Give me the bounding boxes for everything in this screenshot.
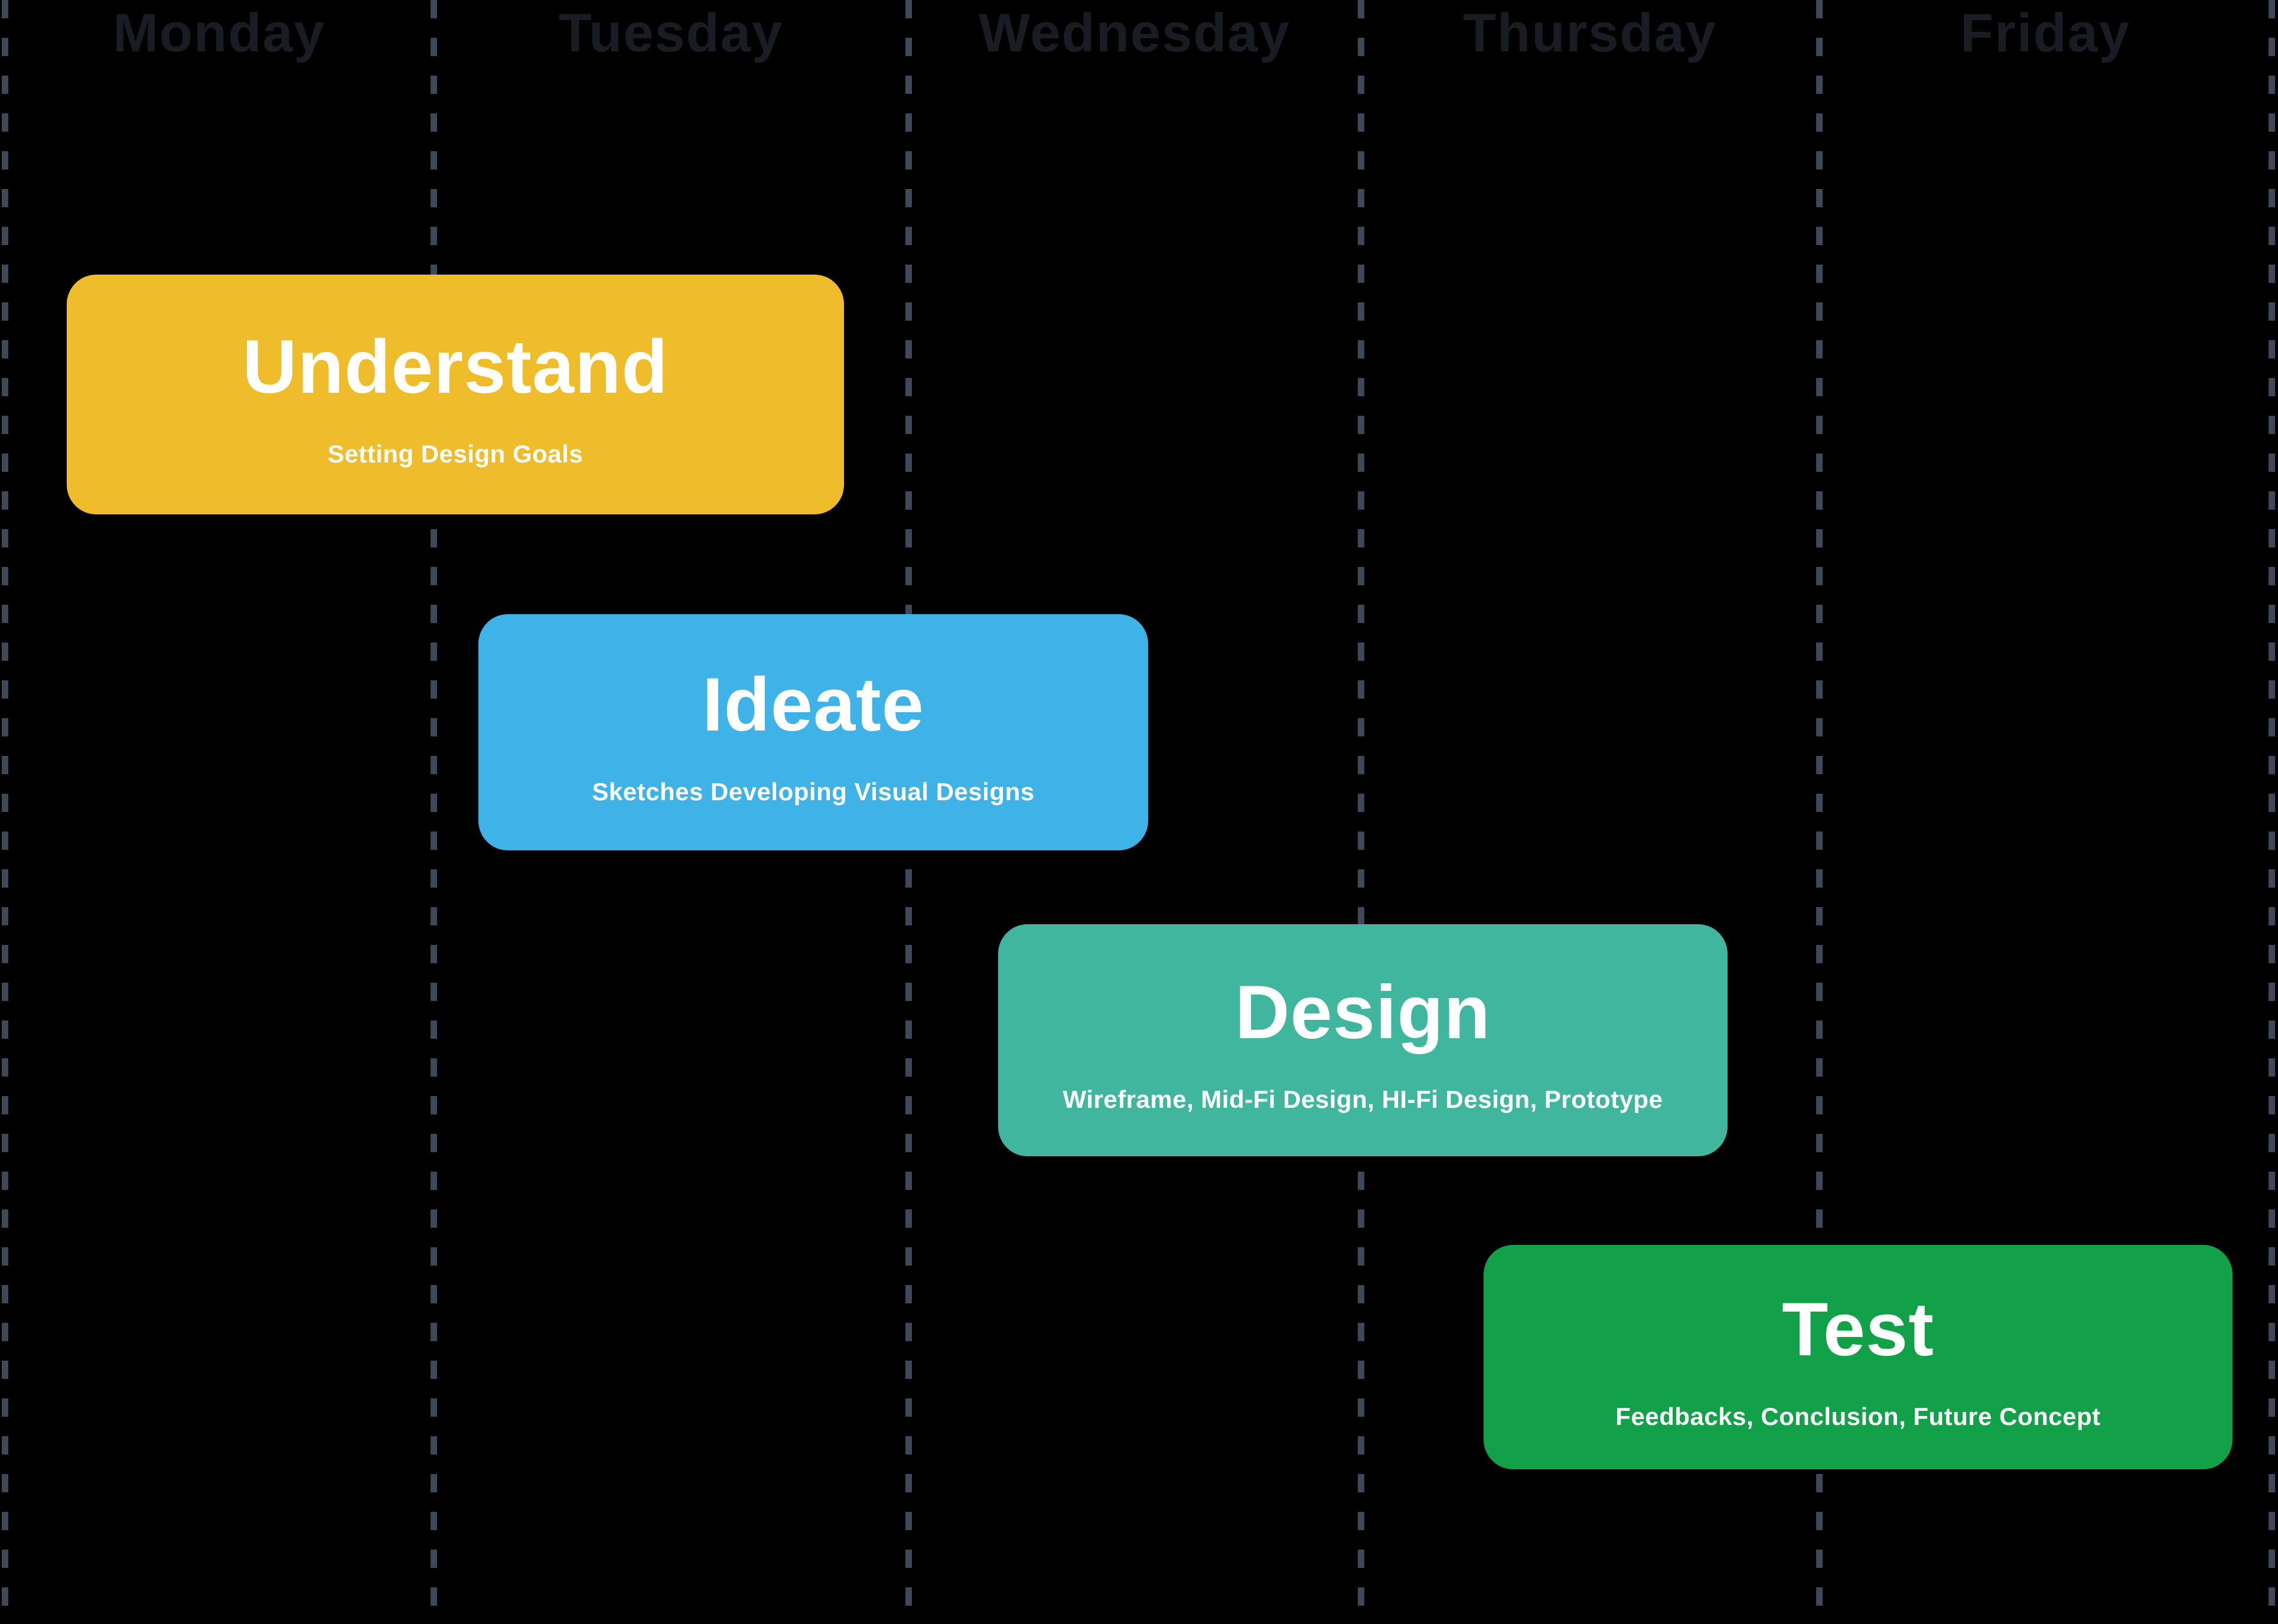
grid-line — [2, 0, 8, 1624]
task-bar-test: Test Feedbacks, Conclusion, Future Conce… — [1484, 1245, 2233, 1469]
task-title: Ideate — [702, 662, 924, 747]
grid-line — [1358, 0, 1364, 1624]
task-title: Understand — [242, 324, 669, 409]
grid-line — [2269, 0, 2275, 1624]
grid-line — [431, 0, 437, 1624]
task-subtitle: Wireframe, Mid-Fi Design, HI-Fi Design, … — [1063, 1085, 1663, 1114]
task-subtitle: Setting Design Goals — [327, 439, 584, 468]
day-label-friday: Friday — [1960, 3, 2131, 63]
task-bar-understand: Understand Setting Design Goals — [67, 275, 844, 514]
task-title: Design — [1235, 970, 1491, 1055]
task-title: Test — [1782, 1287, 1934, 1372]
task-subtitle: Sketches Developing Visual Designs — [592, 777, 1035, 806]
grid-line — [1816, 0, 1823, 1624]
day-label-wednesday: Wednesday — [979, 3, 1290, 63]
day-label-thursday: Thursday — [1462, 3, 1718, 63]
task-bar-design: Design Wireframe, Mid-Fi Design, HI-Fi D… — [998, 924, 1728, 1156]
task-subtitle: Feedbacks, Conclusion, Future Concept — [1615, 1402, 2101, 1430]
task-bar-ideate: Ideate Sketches Developing Visual Design… — [478, 614, 1148, 850]
day-label-tuesday: Tuesday — [558, 3, 784, 63]
day-label-monday: Monday — [113, 3, 325, 63]
